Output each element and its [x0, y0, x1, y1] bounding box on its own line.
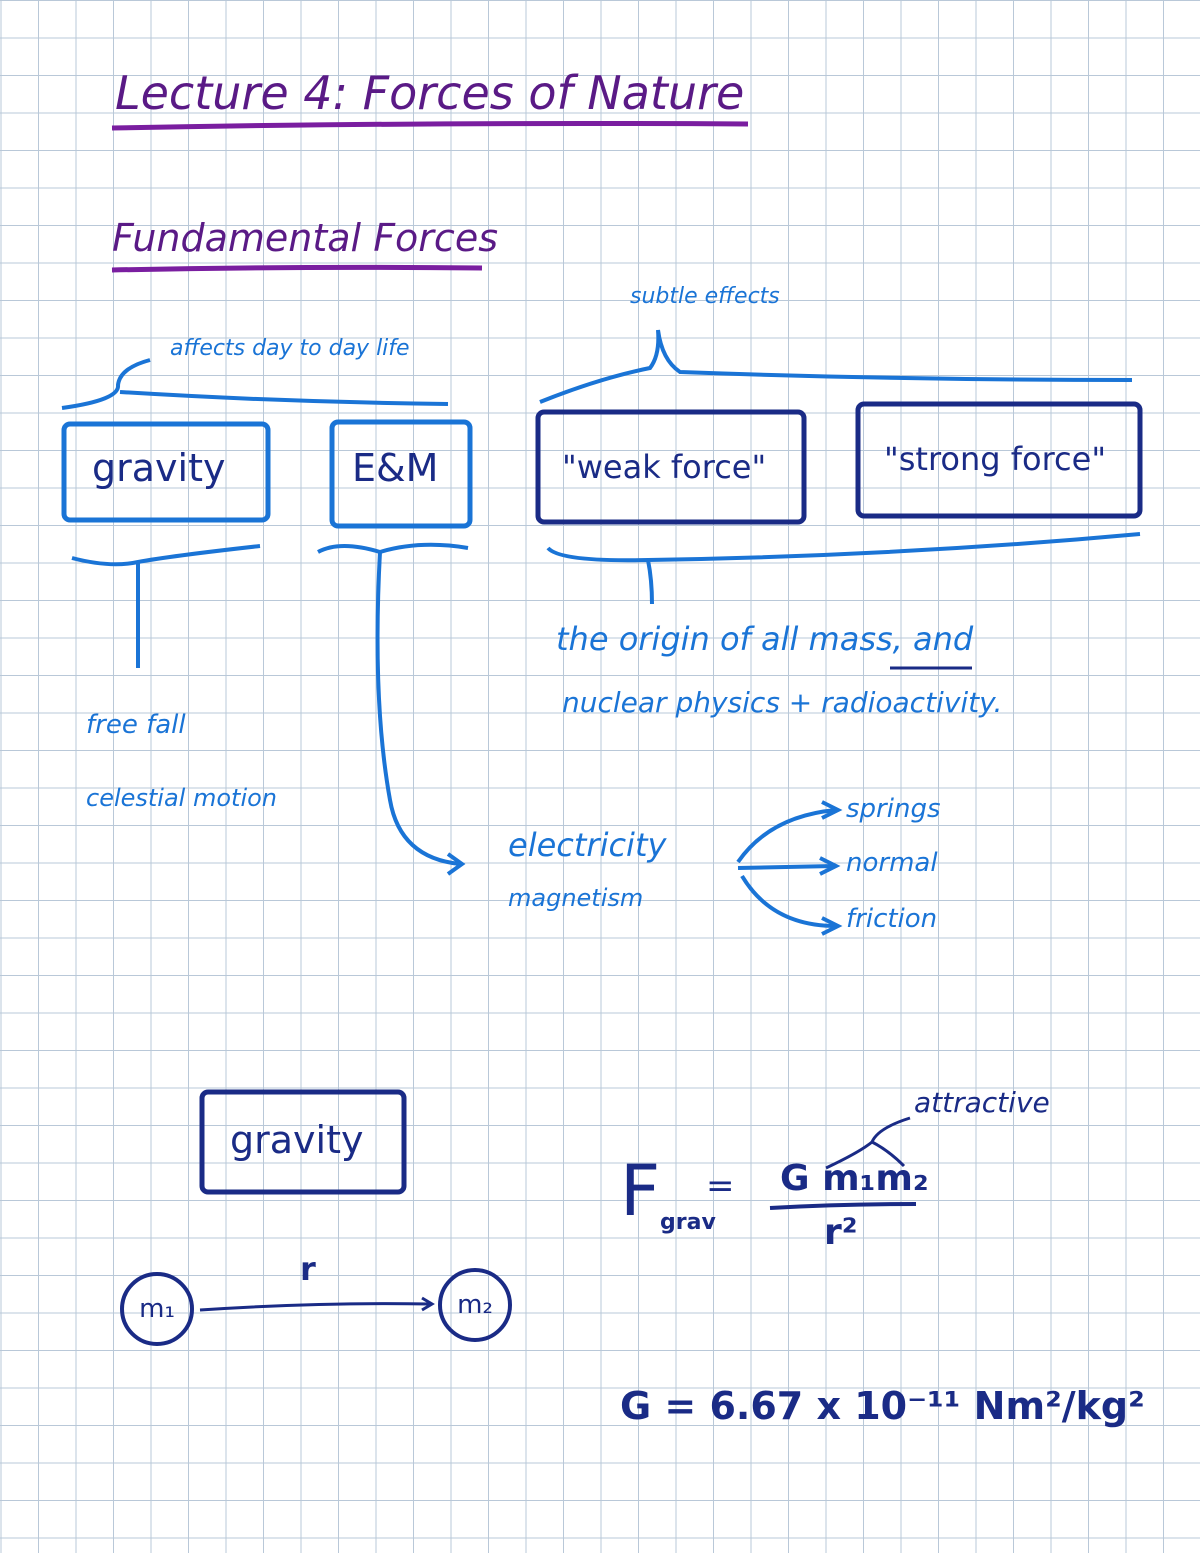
distance-label: r — [300, 1250, 316, 1288]
em-lower-brace — [317, 542, 469, 866]
page-title: Lecture 4: Forces of Nature — [115, 66, 745, 120]
gravitational-constant: G = 6.67 x 10⁻¹¹ Nm²/kg² — [620, 1384, 1145, 1428]
arrow-friction — [740, 874, 837, 928]
section-heading: Fundamental Forces — [112, 216, 498, 260]
formula-force-symbol: F — [620, 1150, 661, 1232]
example-celestial-motion: celestial motion — [86, 784, 278, 812]
gravity-section-label: gravity — [230, 1118, 364, 1162]
gravity-lower-brace — [71, 544, 261, 668]
heading-underline — [111, 264, 483, 273]
mass-1-circle: m₁ — [120, 1272, 194, 1346]
example-free-fall: free fall — [86, 710, 186, 740]
distance-line — [199, 1302, 431, 1312]
em-arrowhead — [446, 852, 466, 876]
arrow-friction-head — [821, 916, 843, 936]
subtle-brace — [539, 329, 1133, 404]
formula-denominator: r² — [824, 1212, 858, 1253]
arrow-springs-head — [821, 800, 843, 820]
outcome-friction: friction — [846, 904, 938, 934]
outcome-springs: springs — [846, 794, 941, 824]
force-gravity-label: gravity — [92, 446, 226, 490]
arrow-normal — [737, 864, 835, 870]
force-weak-label: "weak force" — [562, 448, 767, 486]
attractive-label: attractive — [914, 1086, 1050, 1119]
formula-subscript: grav — [660, 1210, 716, 1235]
subtle-annotation: subtle effects — [630, 284, 780, 309]
outcome-normal: normal — [846, 848, 938, 878]
distance-arrowhead — [421, 1296, 435, 1312]
arrow-normal-head — [819, 856, 841, 876]
nuclear-lower-brace — [546, 532, 1141, 605]
origin-line-1: the origin of all mass, and — [556, 620, 974, 658]
mass-2-circle: m₂ — [438, 1268, 512, 1342]
title-underline — [111, 121, 749, 131]
force-strong-label: "strong force" — [884, 440, 1107, 478]
branch-electricity: electricity — [508, 826, 667, 864]
branch-magnetism: magnetism — [508, 884, 644, 912]
everyday-brace — [61, 358, 449, 410]
arrow-springs — [736, 808, 837, 864]
fraction-bar — [769, 1202, 917, 1210]
formula-numerator: G m₁m₂ — [780, 1158, 929, 1199]
mass-2-label: m₂ — [457, 1290, 493, 1320]
mass-1-label: m₁ — [139, 1294, 175, 1324]
origin-line-2: nuclear physics + radioactivity. — [562, 686, 1003, 719]
formula-equals: = — [706, 1166, 735, 1206]
force-em-label: E&M — [352, 446, 439, 490]
everyday-annotation: affects day to day life — [170, 336, 410, 361]
